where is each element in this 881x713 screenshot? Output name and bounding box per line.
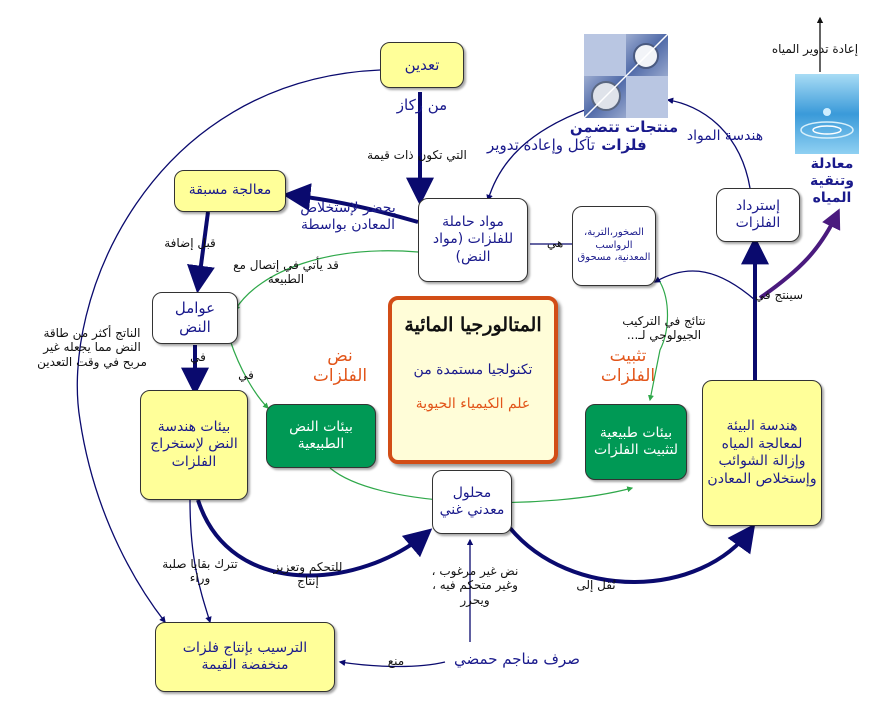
label-before-adding: قبل إضافة: [164, 236, 216, 250]
arrow-engineering-to-solution: [196, 499, 433, 578]
label-fixing-metals: تثبيت الفلزات: [600, 346, 656, 387]
arrow-env-to-rocks: [653, 270, 756, 301]
node-mining: تعدين: [380, 42, 464, 88]
label-from-concentrate: من ركاز: [396, 96, 448, 114]
node-metal-solution: محلول معدني غني: [432, 470, 512, 534]
label-control-enhance: للتحكم وتعزيز إنتاج: [273, 560, 343, 589]
label-water-recycle: إعادة تدوير المياه: [771, 42, 859, 56]
label-may-contact-nature: قد يأتي في إتصال مع الطبيعة: [233, 258, 339, 287]
label-in-1: في: [190, 350, 206, 364]
label-transferred-to: نُقل إلى: [576, 578, 616, 592]
arrow-engineering-to-lowvalue: [189, 499, 212, 624]
arrow-pretreatment-to-agents: [187, 211, 215, 294]
label-leaves-residues: تترك بقايا صلبة وراء: [162, 557, 238, 586]
label-geology-results: نتائج في التركيب الجيولوجي لـ...: [622, 314, 706, 343]
arrow-recovery-to-water: [758, 208, 841, 300]
label-valuable: التي تكون ذات قيمة: [367, 148, 467, 162]
node-env-engineering: هندسة البيئة لمعالجة المياه وإزالة الشوا…: [702, 380, 822, 526]
label-water-treatment: معادلة وتنقية المياه: [810, 156, 854, 206]
line-agents-to-natural: [229, 339, 269, 409]
node-low-value-metals: الترسيب بإنتاج فلزات منخفضة القيمة: [155, 622, 335, 692]
node-natural-fix: بيئات طبيعية لتثبيت الفلزات: [585, 404, 687, 480]
line-rocks-to-fix: [647, 281, 669, 402]
label-prevents: منع: [387, 654, 405, 668]
line-ore-to-agents: [234, 250, 419, 312]
node-metal-recovery: إسترداد الفلزات: [716, 188, 800, 242]
center-subtitle: تكنولجيا مستمدة من: [413, 362, 533, 378]
arrow-solution-to-env: [508, 523, 756, 584]
label-leaching-metals: نض الفلزات: [312, 346, 368, 387]
node-ore-materials: مواد حاملة للفلزات (مواد النض): [418, 198, 528, 282]
arrow-byproduct-to-lowvalue: [76, 69, 381, 624]
node-leach-engineering: بيئات هندسة النض لإستخراج الفلزات: [140, 390, 248, 500]
label-produces-in: سينتج في: [754, 288, 804, 302]
arrow-products-to-ore: [486, 107, 591, 202]
arrow-recovery-to-products: [666, 97, 751, 189]
label-materials-engineering: هندسة المواد: [686, 128, 764, 144]
label-corrosion-recycle: تآكل وإعادة تدوير: [487, 136, 595, 154]
node-rocks: الصخور،التربة، الرواسب المعدنية، مسحوق: [572, 206, 656, 286]
label-metal-products: منتجات تتضمن فلزات: [569, 118, 679, 154]
arrow-acid-to-lowvalue: [338, 659, 446, 668]
label-acid-mine-drainage: صرف مناجم حمضي: [454, 650, 580, 668]
center-title-box: المتالورجيا المائية تكنولجيا مستمدة من ع…: [388, 296, 558, 464]
center-subtitle-2: علم الكيمياء الحيوية: [415, 396, 531, 412]
metal-products-image: [583, 33, 669, 119]
node-pretreatment: معالجة مسبقة: [174, 170, 286, 212]
label-in-2: في: [238, 368, 254, 382]
label-undesired-leach: نض غير مرغوب ، وغير متحكم فيه ، ويحرر: [431, 564, 519, 607]
arrow-ore-to-pretreatment: [282, 183, 419, 224]
label-is: هي: [546, 236, 564, 250]
label-byproduct-note: الناتج أكثر من طاقة النض مما يجعله غير م…: [37, 326, 147, 369]
label-prepared-for-extraction: يحضر لإستخلاص المعادن بواسطة: [300, 200, 396, 233]
node-leaching-agents: عوامل النض: [152, 292, 238, 344]
node-natural-leach: بيئات النض الطبيعية: [266, 404, 376, 468]
water-image: [795, 74, 859, 154]
center-title: المتالورجيا المائية: [404, 314, 542, 336]
